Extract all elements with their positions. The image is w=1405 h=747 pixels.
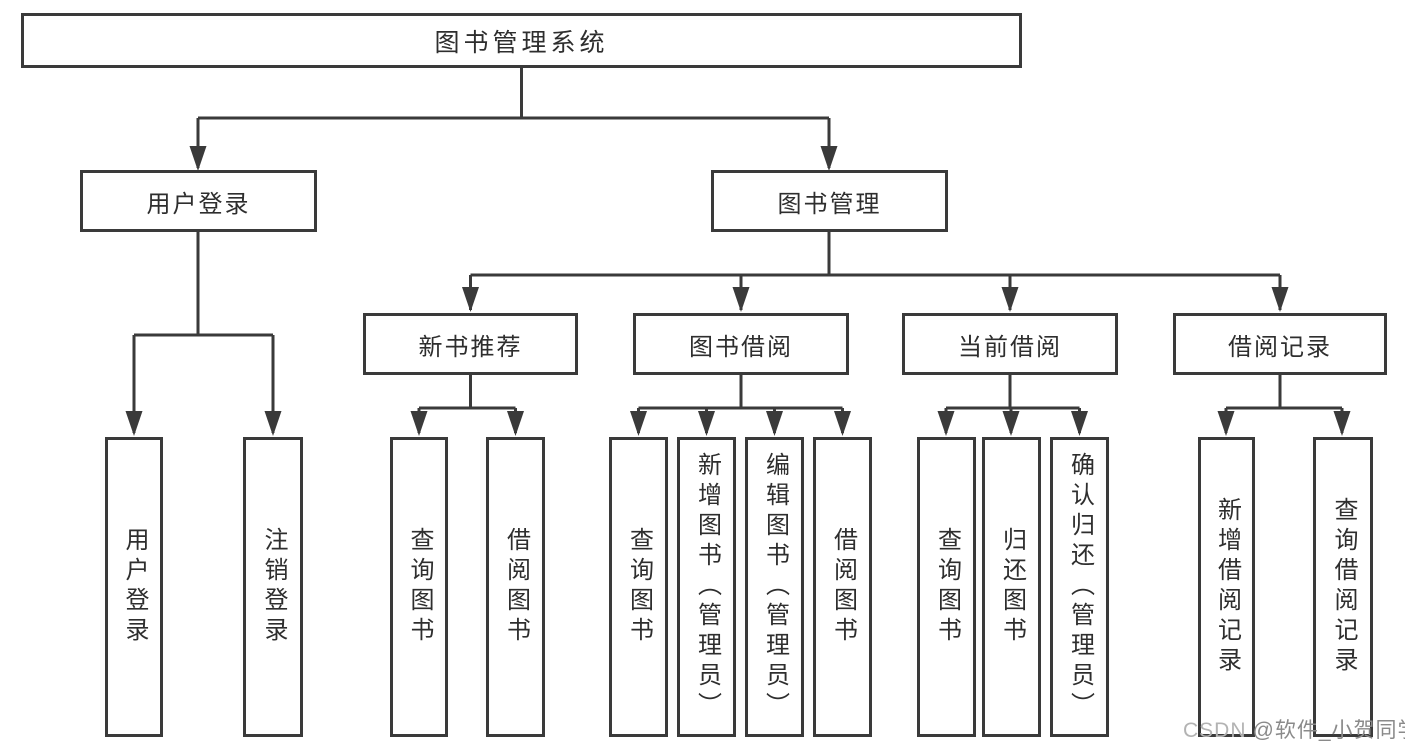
watermark-brand: CSDN — [1183, 719, 1247, 742]
leaf-label: 新增图书（管理员） — [693, 452, 721, 722]
node-label: 借阅记录 — [1228, 333, 1332, 361]
leaf-logout: 注销登录 — [243, 437, 303, 737]
arrow-down-icon — [462, 287, 479, 312]
arrow-down-icon — [189, 146, 207, 171]
arrow-down-icon — [1217, 411, 1235, 436]
arrow-down-icon — [732, 287, 750, 312]
arrowhead-icons — [125, 146, 1351, 436]
node-label: 新书推荐 — [418, 333, 523, 361]
leaf-edit-book-admin: 编辑图书（管理员） — [745, 437, 804, 737]
leaf-label: 确认归还（管理员） — [1066, 452, 1094, 722]
leaf-label: 借阅图书 — [502, 527, 530, 647]
arrow-down-icon — [507, 411, 524, 436]
arrow-down-icon — [1333, 411, 1351, 436]
leaf-confirm-return-admin: 确认归还（管理员） — [1050, 437, 1109, 737]
node-root-system: 图书管理系统 — [21, 13, 1022, 68]
node-new-book-recommend: 新书推荐 — [363, 313, 578, 375]
leaf-label: 注销登录 — [260, 527, 287, 647]
arrow-down-icon — [125, 411, 143, 436]
connector-stems — [132, 68, 1344, 433]
leaf-user-login: 用户登录 — [105, 437, 163, 737]
node-label: 用户登录 — [146, 190, 251, 218]
node-label: 图书管理 — [777, 190, 882, 218]
leaf-label: 查询图书 — [625, 527, 653, 647]
leaf-label: 新增借阅记录 — [1213, 497, 1241, 677]
leaf-add-borrow-record: 新增借阅记录 — [1198, 437, 1255, 737]
watermark: CSDN@软件_小贺同学 — [1183, 714, 1405, 744]
leaf-query-book: 查询图书 — [609, 437, 668, 737]
arrow-down-icon — [766, 411, 783, 436]
leaf-label: 归还图书 — [998, 527, 1026, 647]
arrow-down-icon — [1071, 411, 1088, 436]
leaf-return-book: 归还图书 — [982, 437, 1041, 737]
leaf-query-book: 查询图书 — [390, 437, 448, 737]
arrow-down-icon — [264, 411, 282, 436]
node-label: 当前借阅 — [958, 333, 1062, 361]
leaf-borrow-book: 借阅图书 — [486, 437, 545, 737]
arrow-down-icon — [820, 146, 838, 171]
leaf-borrow-book: 借阅图书 — [813, 437, 872, 737]
node-user-login: 用户登录 — [80, 170, 317, 232]
node-label: 图书借阅 — [689, 333, 793, 361]
node-borrow-records: 借阅记录 — [1173, 313, 1387, 375]
leaf-label: 用户登录 — [121, 527, 148, 647]
leaf-label: 查询借阅记录 — [1330, 497, 1357, 677]
leaf-label: 编辑图书（管理员） — [761, 452, 789, 722]
leaf-label: 查询图书 — [933, 527, 961, 647]
leaf-query-book: 查询图书 — [917, 437, 976, 737]
arrow-down-icon — [630, 411, 647, 436]
node-book-management: 图书管理 — [711, 170, 948, 232]
leaf-label: 查询图书 — [406, 527, 433, 647]
leaf-query-borrow-record: 查询借阅记录 — [1313, 437, 1373, 737]
leaf-label: 借阅图书 — [829, 527, 857, 647]
arrow-down-icon — [698, 411, 715, 436]
arrow-down-icon — [834, 411, 851, 436]
arrow-down-icon — [1001, 287, 1019, 312]
arrow-down-icon — [1271, 287, 1289, 312]
arrow-down-icon — [937, 411, 955, 436]
arrow-down-icon — [1002, 411, 1020, 436]
node-label: 图书管理系统 — [434, 28, 609, 57]
node-book-borrow: 图书借阅 — [633, 313, 849, 375]
watermark-author: @软件_小贺同学 — [1252, 719, 1405, 742]
node-current-borrow: 当前借阅 — [902, 313, 1118, 375]
arrow-down-icon — [410, 411, 428, 436]
leaf-add-book-admin: 新增图书（管理员） — [677, 437, 736, 737]
